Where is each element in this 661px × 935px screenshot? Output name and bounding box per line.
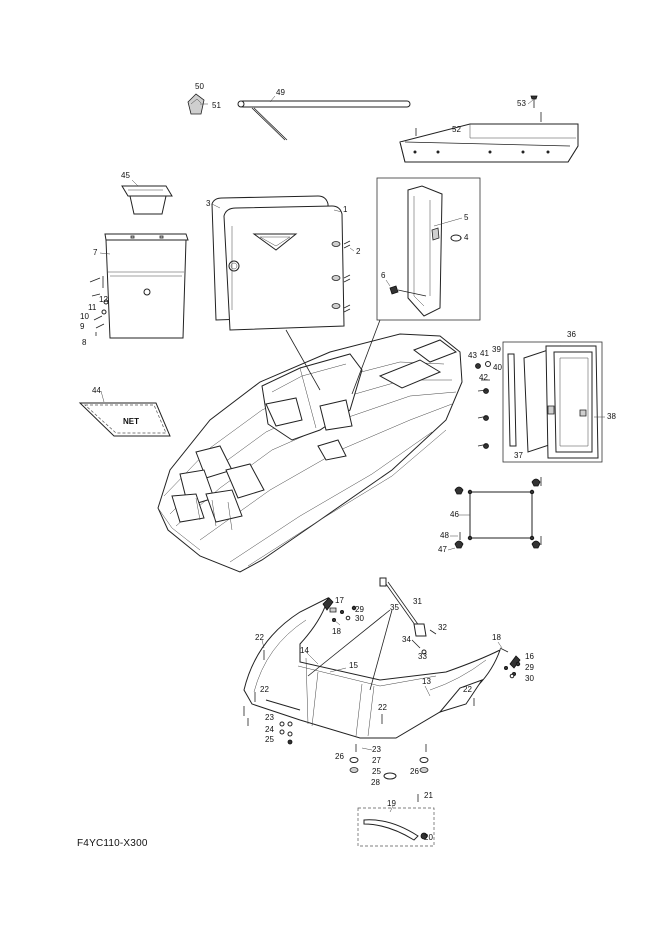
callout-8: 8 — [82, 338, 87, 347]
seat-panel-part-1 — [223, 205, 345, 331]
callout-4: 4 — [464, 233, 469, 242]
callout-52: 52 — [452, 125, 461, 134]
callout-44: 44 — [92, 386, 101, 395]
callout-27: 27 — [372, 756, 381, 765]
hinges-part-2 — [331, 240, 351, 313]
callout-30b: 30 — [525, 674, 534, 683]
callout-46: 46 — [450, 510, 459, 519]
callout-26a: 26 — [335, 752, 344, 761]
callout-36: 36 — [567, 330, 576, 339]
callout-50: 50 — [195, 82, 204, 91]
callout-22d: 22 — [378, 703, 387, 712]
corner-part-17 — [322, 597, 344, 623]
callout-21: 21 — [424, 791, 433, 800]
callout-49: 49 — [276, 88, 285, 97]
callout-25a: 25 — [265, 735, 274, 744]
net-part-44: NET — [78, 402, 171, 437]
callout-45: 45 — [121, 171, 130, 180]
callout-23b: 23 — [372, 745, 381, 754]
detail-box-4-6 — [376, 177, 481, 321]
callout-25b: 25 — [372, 767, 381, 776]
callout-30a: 30 — [355, 614, 364, 623]
callout-26b: 26 — [410, 767, 419, 776]
callout-29a: 29 — [355, 605, 364, 614]
screws-part-22 — [243, 650, 475, 726]
callout-34: 34 — [402, 635, 411, 644]
callout-40: 40 — [493, 363, 502, 372]
callout-11: 11 — [88, 303, 97, 312]
callout-29b: 29 — [525, 663, 534, 672]
callout-23a: 23 — [265, 713, 274, 722]
bin-part-45 — [121, 185, 173, 215]
leader-detail-to-boat — [351, 319, 381, 395]
callout-51: 51 — [212, 101, 221, 110]
callout-labels: 49 50 51 53 52 45 3 1 5 4 2 7 6 12 11 10… — [80, 82, 616, 842]
callout-10: 10 — [80, 312, 89, 321]
leader-panel-to-boat — [285, 329, 321, 391]
callout-22c: 22 — [463, 685, 472, 694]
hardware-part-8-12 — [89, 276, 109, 336]
callout-17: 17 — [335, 596, 344, 605]
callout-22a: 22 — [255, 633, 264, 642]
callout-15: 15 — [349, 661, 358, 670]
diagram-code: F4YC110-X300 — [77, 838, 148, 849]
callout-5: 5 — [464, 213, 469, 222]
callout-42: 42 — [479, 373, 488, 382]
callout-19: 19 — [387, 799, 396, 808]
callout-24: 24 — [265, 725, 274, 734]
callout-33: 33 — [418, 652, 427, 661]
callout-2: 2 — [356, 247, 361, 256]
callout-13: 13 — [422, 677, 431, 686]
hardware-part-32-34 — [411, 629, 437, 655]
callout-3: 3 — [206, 199, 211, 208]
hardware-part-23-28 — [279, 721, 429, 780]
net-label: NET — [123, 417, 139, 426]
door-box-part-36 — [502, 341, 603, 463]
rod-part-49 — [237, 95, 411, 141]
callout-14: 14 — [300, 646, 309, 655]
callout-35: 35 — [390, 603, 399, 612]
callout-leaders — [99, 99, 605, 813]
callout-48: 48 — [440, 531, 449, 540]
callout-47: 47 — [438, 545, 447, 554]
callout-32: 32 — [438, 623, 447, 632]
callout-9: 9 — [80, 322, 85, 331]
callout-20: 20 — [424, 833, 433, 842]
clip-part-50-51 — [187, 93, 205, 115]
callout-18a: 18 — [332, 627, 341, 636]
callout-1: 1 — [343, 205, 348, 214]
trim-box-part-19-21 — [357, 794, 435, 847]
callout-12: 12 — [99, 295, 108, 304]
callout-41: 41 — [480, 349, 489, 358]
callout-31: 31 — [413, 597, 422, 606]
windshield-frame-13-15 — [243, 597, 501, 739]
panel-part-52 — [399, 123, 579, 163]
frame-part-46 — [454, 477, 542, 549]
corner-part-16 — [499, 647, 521, 677]
callout-6: 6 — [381, 271, 386, 280]
storage-box-part-7 — [104, 233, 189, 339]
callout-28: 28 — [371, 778, 380, 787]
pillar-part-31-35 — [307, 577, 427, 691]
callout-37: 37 — [514, 451, 523, 460]
callout-16: 16 — [525, 652, 534, 661]
hardware-part-39-43 — [475, 361, 491, 449]
callout-43: 43 — [468, 351, 477, 360]
screw-part-53 — [530, 95, 542, 122]
boat-hull — [157, 333, 463, 573]
callout-53: 53 — [517, 99, 526, 108]
callout-22b: 22 — [260, 685, 269, 694]
hardware-part-29-30 — [345, 605, 521, 679]
callout-18b: 18 — [492, 633, 501, 642]
callout-7: 7 — [93, 248, 98, 257]
callout-39: 39 — [492, 345, 501, 354]
callout-38: 38 — [607, 412, 616, 421]
